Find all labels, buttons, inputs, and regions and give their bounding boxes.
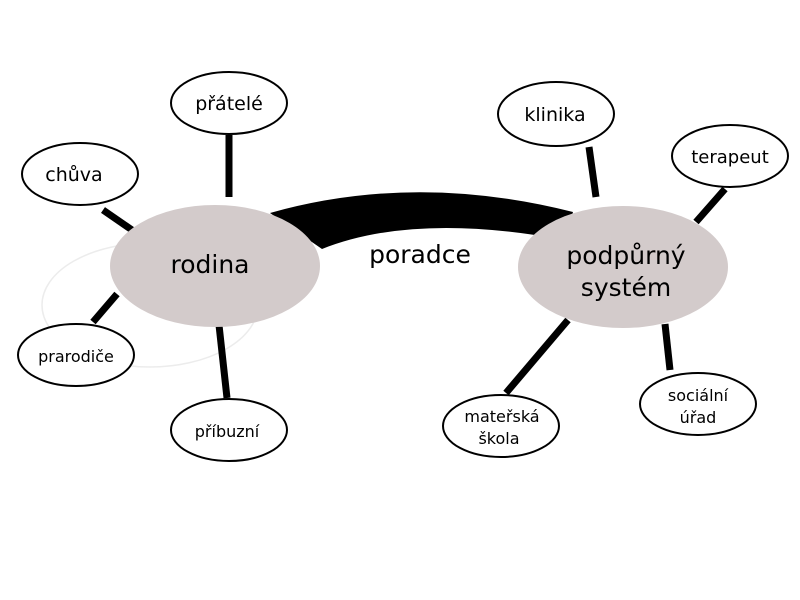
node-pratele	[170, 71, 288, 135]
leaf-nodes	[17, 71, 789, 462]
hub-rodina	[110, 205, 320, 327]
node-terapeut-label: terapeut	[691, 147, 769, 168]
bridge-arc	[270, 192, 573, 249]
node-socialni-urad	[639, 372, 757, 436]
node-terapeut	[671, 124, 789, 188]
hub-system-label-line1: podpůrný	[566, 241, 685, 270]
hub-system-label-line2: systém	[581, 273, 671, 302]
node-prarodice-label: prarodiče	[38, 347, 114, 366]
hub-rodina-label: rodina	[170, 250, 249, 279]
connector-terapeut	[693, 186, 728, 225]
node-materska-label-line2: škola	[478, 429, 519, 448]
node-socialni-label-line1: sociální	[668, 386, 729, 405]
node-chuva	[21, 142, 139, 206]
connectors	[90, 135, 728, 399]
connector-klinika	[585, 146, 600, 198]
bridge-label: poradce	[369, 240, 471, 269]
hub-podpurny-system	[518, 206, 728, 328]
node-materska-label-line1: mateřská	[464, 407, 539, 426]
node-prarodice	[17, 323, 135, 387]
connector-materska	[503, 317, 571, 396]
node-materska-skola	[442, 394, 560, 458]
connector-socialni	[661, 323, 674, 371]
node-chuva-label: chůva	[45, 164, 102, 186]
connector-chuva	[101, 207, 134, 233]
node-socialni-label-line2: úřad	[680, 408, 717, 427]
connector-pribuzni	[215, 324, 231, 399]
node-pratele-label: přátelé	[195, 93, 263, 115]
connector-prarodice	[90, 291, 120, 325]
node-klinika-label: klinika	[524, 104, 585, 126]
node-pribuzni	[170, 398, 288, 462]
node-klinika	[497, 81, 615, 147]
node-pribuzni-label: příbuzní	[195, 422, 260, 441]
